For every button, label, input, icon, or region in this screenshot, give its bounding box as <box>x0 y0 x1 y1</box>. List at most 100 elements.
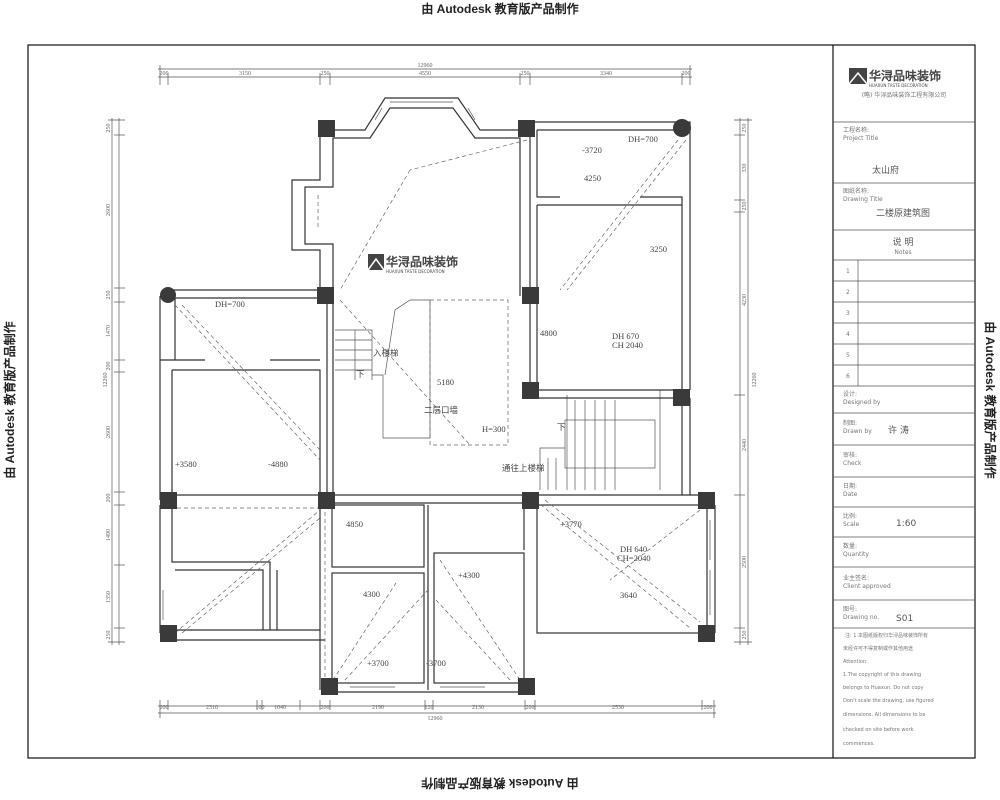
label-text: 下 <box>356 369 365 379</box>
label-text: Drawn by <box>843 428 872 435</box>
label-text: Attention: <box>843 659 868 665</box>
label-text: 2530 <box>612 705 624 711</box>
label-text: 1470 <box>106 325 112 337</box>
label-text: (略) 华浔品味装饰工程有限公司 <box>862 91 947 99</box>
label-text: 250 <box>106 631 112 640</box>
label-text: 250 <box>742 631 748 640</box>
label-text: 太山府 <box>872 164 899 176</box>
label-text: 日期: <box>843 482 857 490</box>
label-text: 5 <box>846 352 850 359</box>
drawing-frame <box>27 44 976 759</box>
label-text: CH=2040 <box>617 553 651 563</box>
label-text: DH=700 <box>628 134 658 144</box>
center-logo: 华浔品味装饰 HUAXUN TASTE DECORATION <box>367 254 458 274</box>
dimension-texts: 12960 200 3150 250 4550 250 3340 200 200… <box>103 63 758 722</box>
label-text: Project Title <box>843 135 879 142</box>
label-text: 4250 <box>584 173 601 183</box>
label-text: +3770 <box>560 519 582 529</box>
label-text: 设计: <box>843 390 857 398</box>
label-text: 200 <box>106 362 112 371</box>
label-text: DH 670 <box>612 331 639 341</box>
label-text: -3700 <box>426 658 446 668</box>
label-text: 2440 <box>742 439 748 451</box>
label-text: 2500 <box>742 556 748 568</box>
title-block: 华浔品味装饰 HUAXUN TASTE DECORATION (略) 华浔品味装… <box>833 68 975 747</box>
label-text: DH=700 <box>215 299 245 309</box>
label-text: 1490 <box>106 529 112 541</box>
label-text: 100 <box>256 705 265 711</box>
label-text: 说 明 <box>893 236 914 248</box>
label-text: 2 <box>846 289 850 296</box>
label-text: -3720 <box>582 145 602 155</box>
label-text: dimensions. All dimensions to be <box>843 712 925 718</box>
label-text: 200 <box>704 705 713 711</box>
label-text: 下 <box>557 422 566 432</box>
label-text: Quantity <box>843 551 869 558</box>
label-text: 200 <box>321 705 330 711</box>
label-text: +3700 <box>367 658 389 668</box>
label-text: 200 <box>682 71 691 77</box>
label-text: 200 <box>160 705 169 711</box>
label-text: 3340 <box>600 71 612 77</box>
label-text: 6 <box>846 373 850 380</box>
label-text: Designed by <box>843 399 881 406</box>
label-text: HUAXUN TASTE DECORATION <box>869 83 928 88</box>
title-notes: 注: 1.本图纸版权归华浔品味装饰所有 未经许可不得复制或作其他用途 Atten… <box>843 632 934 747</box>
label-text: 4230 <box>742 294 748 306</box>
label-text: Client approved <box>843 583 891 590</box>
label-text: 3250 <box>650 244 667 254</box>
label-text: 3150 <box>239 71 251 77</box>
plan-labels: DH=700 DH=700 -3720 4250 3250 4800 DH 67… <box>175 134 667 668</box>
label-text: -4880 <box>268 459 288 469</box>
label-text: 制图: <box>843 419 857 427</box>
label-text: 1350 <box>106 591 112 603</box>
label-text: 4300 <box>363 589 380 599</box>
label-text: 未经许可不得复制或作其他用途 <box>843 645 913 652</box>
label-text: 4 <box>846 331 850 338</box>
label-text: 二楼原建筑图 <box>876 207 930 219</box>
beam-lines <box>170 139 701 690</box>
label-text: commences. <box>843 741 875 747</box>
label-text: 200 <box>106 494 112 503</box>
label-text: 审核: <box>843 451 857 459</box>
label-text: S01 <box>896 614 913 624</box>
label-text: 120 <box>425 705 434 711</box>
label-text: checked on site before work <box>843 727 914 733</box>
label-text: 华浔品味装饰 <box>386 254 458 269</box>
label-text: 200 <box>526 705 535 711</box>
label-text: CH 2040 <box>612 340 643 350</box>
label-text: Drawing no. <box>843 614 879 621</box>
label-text: 250 <box>742 124 748 133</box>
label-text: 2190 <box>372 705 384 711</box>
label-text: +3580 <box>175 459 197 469</box>
label-text: Don't scale the drawing, use figured <box>843 698 934 704</box>
label-text: Drawing Title <box>843 196 883 203</box>
label-text: 1 <box>846 268 850 275</box>
watermark-bottom: 由 Autodesk 教育版产品制作 <box>421 776 578 791</box>
label-text: 200 <box>160 71 169 77</box>
label-text: DH 640 <box>620 544 647 554</box>
label-text: HUAXUN TASTE DECORATION <box>386 269 445 274</box>
label-text: Check <box>843 460 862 467</box>
label-text: 1040 <box>274 705 286 711</box>
label-text: 250 <box>742 202 748 211</box>
label-text: 3 <box>846 310 850 317</box>
label-text: H=300 <box>482 424 506 434</box>
label-text: 2310 <box>206 705 218 711</box>
label-text: 4550 <box>419 71 431 77</box>
columns <box>160 119 715 695</box>
label-text: 2130 <box>472 705 484 711</box>
label-text: 3640 <box>620 590 637 600</box>
label-text: 通往上楼梯 <box>502 463 545 473</box>
label-text: Notes <box>894 249 911 256</box>
label-text: 工程名称: <box>843 126 869 134</box>
label-text: 4850 <box>346 519 363 529</box>
watermark-top: 由 Autodesk 教育版产品制作 <box>421 1 578 16</box>
label-text: 250 <box>321 71 330 77</box>
label-text: 12960 <box>428 716 443 722</box>
label-text: 业主签名: <box>843 574 869 582</box>
label-text: Date <box>843 491 858 498</box>
label-text: 12260 <box>752 373 758 388</box>
